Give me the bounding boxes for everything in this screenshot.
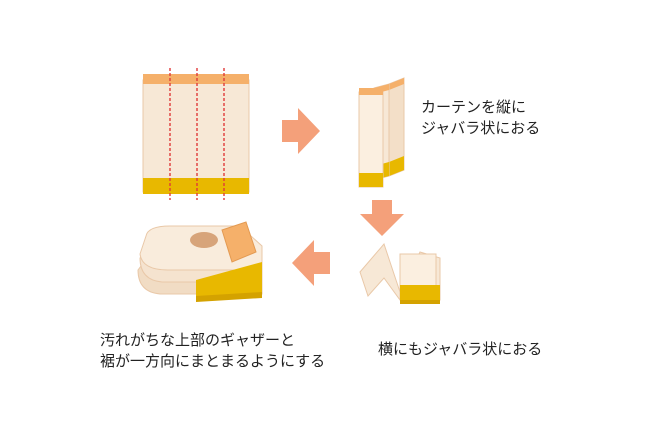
step3-caption-line2: 裾が一方向にまとまるようにする — [100, 352, 326, 370]
step2-caption: 横にもジャバラ状におる — [378, 339, 542, 360]
bundle-gather-flap — [221, 221, 257, 263]
step1-caption-line1: カーテンを縦に — [421, 98, 527, 116]
arrow-right-icon — [282, 108, 320, 154]
bundle-hem-edge — [196, 292, 262, 302]
curtain-body — [142, 79, 250, 193]
folded-bundle — [137, 221, 263, 302]
arrow-down-icon — [360, 200, 404, 236]
pleat-back-top — [389, 78, 404, 90]
step1-caption: カーテンを縦にジャバラ状におる — [421, 97, 540, 139]
vertical-folded-curtain — [358, 77, 405, 188]
stain-icon — [190, 232, 218, 248]
pleat-back-hem — [389, 156, 404, 176]
bundle-hem-side — [196, 262, 262, 300]
step2-caption-text: 横にもジャバラ状におる — [378, 340, 543, 358]
step3-caption-line1: 汚れがちな上部のギャザーと — [100, 331, 296, 349]
flat-curtain — [142, 68, 250, 200]
pleat-front-hem — [359, 173, 383, 187]
zigzag-hem-edge — [400, 300, 440, 304]
curtain-hem — [143, 178, 249, 194]
step1-caption-line2: ジャバラ状におる — [421, 119, 541, 137]
pleat-front — [358, 91, 384, 188]
step3-caption: 汚れがちな上部のギャザーと裾が一方向にまとまるようにする — [100, 330, 325, 372]
horizontal-folded-curtain — [359, 243, 441, 304]
curtain-top-band — [143, 74, 249, 84]
pleat-front-top — [359, 88, 383, 95]
arrow-left-icon — [292, 240, 330, 286]
zigzag-hem — [400, 285, 440, 303]
